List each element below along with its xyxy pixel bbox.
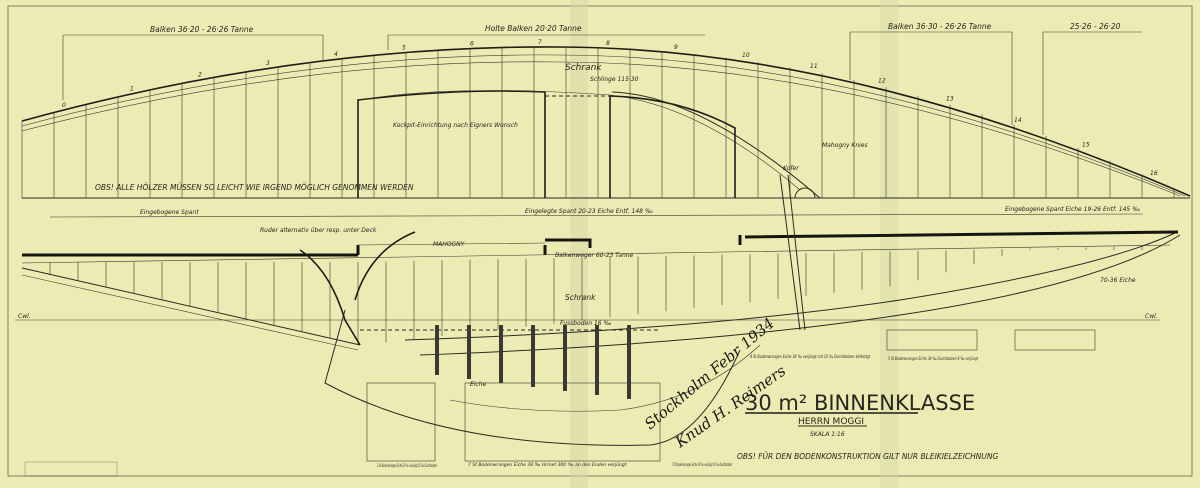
frame-number: 12 xyxy=(878,77,886,84)
frame-number: 1 xyxy=(130,86,134,93)
dimension-label: Balken 36·20 - 26·26 Tanne xyxy=(150,25,254,34)
stem-note: 70-36 Eiche xyxy=(1100,277,1136,284)
frame-number: 6 xyxy=(470,41,474,48)
drawing-title: 30 m² BINNENKLASSE xyxy=(745,391,975,415)
clamp-label: Balkenweger 60-23 Tanne xyxy=(555,252,634,259)
floor-note: 4 St Bodenwrangen Eiche 34 ‰ verjüngt mi… xyxy=(750,354,870,360)
frame-number: 2 xyxy=(198,72,202,79)
keel-bolt xyxy=(627,325,631,399)
cwl-left: Cwl. xyxy=(18,313,31,320)
floor-label: Fussboden 16 ‰ xyxy=(560,320,612,327)
frame-number: 8 xyxy=(606,40,610,47)
frame-number: 15 xyxy=(1082,142,1090,149)
beam-label: Schlinge 115·30 xyxy=(590,76,639,83)
keel-bolt xyxy=(563,325,567,391)
keel-bolt xyxy=(531,325,535,387)
cabinet-profile-label: Schrank xyxy=(565,293,596,302)
fold-shadow xyxy=(570,0,588,488)
dimension-label: 25·26 - 26·20 xyxy=(1070,22,1121,31)
frame-number: 7 xyxy=(538,39,542,46)
profile-section: Eingebogene Spant Eingelegte Spant 20-23… xyxy=(15,174,1181,469)
frame-number: 13 xyxy=(946,95,954,102)
bottom-note: OBS! FÜR DEN BODENKONSTRUKTION GILT NUR … xyxy=(737,452,999,461)
owner-label: HERRN MOGGI xyxy=(798,417,864,427)
cwl-right: Cwl. xyxy=(1145,313,1158,320)
floor-note: 3 St Bodenwrangen Eiche 30 ‰ verjüngt 10… xyxy=(377,463,437,469)
frame-number: 10 xyxy=(742,52,750,59)
frame-number: 5 xyxy=(402,45,406,52)
floor-note: 7 St Bodenwrangen Eiche 38 ‰ Hrmet 300 ‰… xyxy=(468,462,627,468)
oak-label: Eiche xyxy=(470,381,487,388)
frame-number: 4 xyxy=(334,51,338,58)
dimension-label: Eingelegte Spant 20-23 Eiche Entf. 148 ‰ xyxy=(525,208,653,215)
dimension-label: Balken 36·30 - 26·26 Tanne xyxy=(888,22,992,31)
frame-number: 3 xyxy=(266,60,270,67)
keel-bolt xyxy=(435,325,439,375)
cockpit-note: Kockpit-Einrichtung nach Eigners Wunsch xyxy=(393,122,518,129)
floor-note: 5 St Bodenwrangen Eiche 34 ‰ Durchbolzen… xyxy=(888,356,978,362)
title-block: 30 m² BINNENKLASSE HERRN MOGGI SKALA 1:1… xyxy=(641,314,999,461)
dimension-label: Eingebogene Spant xyxy=(140,209,199,216)
frame-number: 11 xyxy=(810,63,818,70)
knees-label: Mahogny Knies xyxy=(822,142,868,149)
coffer-label: Kofer xyxy=(783,165,799,172)
archive-stamp xyxy=(24,461,118,477)
floor-note: 7 St Bodenwrangen Eiche 30 ‰ verjüngt 10… xyxy=(672,462,732,468)
dimension-label: Holte Balken 20·20 Tanne xyxy=(485,24,582,33)
rudder-note: Ruder alternativ über resp. unter Deck xyxy=(260,227,377,234)
dimension-label: Eingebogene Spant Eiche 19-26 Entf. 145 … xyxy=(1005,206,1140,213)
mahogany-label: MAHOGNY xyxy=(433,241,466,248)
frame-number: 9 xyxy=(674,44,678,51)
scale-label: SKALA 1:16 xyxy=(810,431,845,438)
fold-shadow xyxy=(880,0,898,488)
drawing-border xyxy=(7,5,1193,477)
deck-note: OBS! ALLE HÖLZER MÜSSEN SO LEICHT WIE IR… xyxy=(95,183,414,192)
frame-number: 0 xyxy=(62,102,66,109)
keel-bolt xyxy=(467,325,471,379)
frame-number: 14 xyxy=(1014,117,1022,124)
cabinet-label: Schrank xyxy=(565,63,602,73)
keel-bolt xyxy=(499,325,503,383)
keel-bolt xyxy=(595,325,599,395)
frame-number: 16 xyxy=(1150,170,1158,177)
